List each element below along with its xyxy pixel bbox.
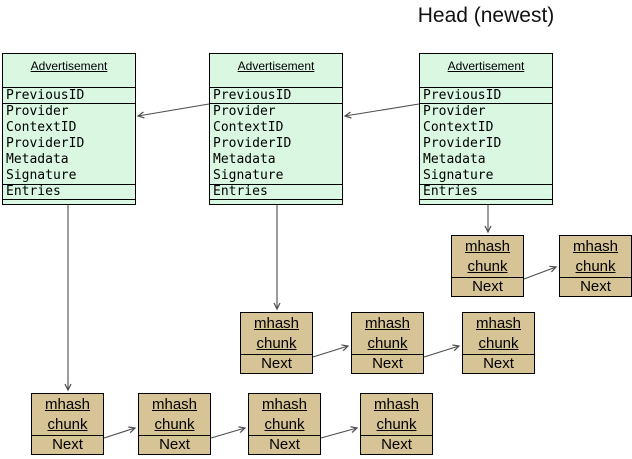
chunk-next-field: Next xyxy=(372,355,403,372)
ad-field-previousid: PreviousID xyxy=(3,88,135,104)
ad-field-provider: Provider xyxy=(6,104,69,119)
ad-field-providerid: ProviderID xyxy=(213,136,292,151)
arrow-next-top-1-2 xyxy=(523,265,558,280)
arrow-next-bottom-3-4 xyxy=(320,426,359,439)
chunk-next-field: Next xyxy=(159,436,190,453)
arrow-next-mid-1-2 xyxy=(312,344,350,358)
ad-bottom-strip xyxy=(3,200,135,203)
ad-field-metadata: Metadata xyxy=(213,152,276,167)
ad-field-signature: Signature xyxy=(423,168,494,183)
ad-field-contextid: ContextID xyxy=(423,120,494,135)
advertisement-body: Provider ContextID ProviderID Metadata S… xyxy=(210,104,342,185)
ad-field-previousid: PreviousID xyxy=(210,88,342,104)
chunk-next-field: Next xyxy=(580,278,611,295)
advertisement-box-middle: Advertisement PreviousID Provider Contex… xyxy=(209,53,343,205)
chunk-next-field: Next xyxy=(472,278,503,295)
ad-field-metadata: Metadata xyxy=(423,152,486,167)
ad-field-entries: Entries xyxy=(420,185,552,200)
arrow-previousid-middle-to-left xyxy=(136,103,210,119)
ad-bottom-strip xyxy=(420,200,552,203)
ad-field-signature: Signature xyxy=(6,168,77,183)
arrow-previousid-head-to-middle xyxy=(343,103,420,119)
chunk-next-field: Next xyxy=(261,355,292,372)
chunk-next-field: Next xyxy=(269,436,300,453)
arrow-next-bottom-1-2 xyxy=(103,426,137,439)
ad-field-entries: Entries xyxy=(3,185,135,200)
chunk-next-field: Next xyxy=(52,436,83,453)
advertisement-title: Advertisement xyxy=(3,54,135,88)
ad-field-providerid: ProviderID xyxy=(6,136,85,151)
ad-field-previousid: PreviousID xyxy=(420,88,552,104)
advertisement-body: Provider ContextID ProviderID Metadata S… xyxy=(3,104,135,185)
chunk-next-field: Next xyxy=(483,355,514,372)
ad-field-signature: Signature xyxy=(213,168,284,183)
chunk-next-field: Next xyxy=(381,436,412,453)
ad-field-contextid: ContextID xyxy=(6,120,77,135)
ad-field-providerid: ProviderID xyxy=(423,136,502,151)
ad-field-entries: Entries xyxy=(210,185,342,200)
advertisement-box-head: Advertisement PreviousID Provider Contex… xyxy=(419,53,553,205)
advertisement-body: Provider ContextID ProviderID Metadata S… xyxy=(420,104,552,185)
ad-field-provider: Provider xyxy=(213,104,276,119)
arrow-next-bottom-2-3 xyxy=(210,426,247,439)
advertisement-title: Advertisement xyxy=(210,54,342,88)
head-newest-label: Head (newest) xyxy=(417,4,555,27)
advertisement-box-left: Advertisement PreviousID Provider Contex… xyxy=(2,53,136,205)
ad-bottom-strip xyxy=(210,200,342,203)
ad-field-provider: Provider xyxy=(423,104,486,119)
arrow-next-mid-2-3 xyxy=(423,344,461,358)
ad-field-metadata: Metadata xyxy=(6,152,69,167)
ad-field-contextid: ContextID xyxy=(213,120,284,135)
advertisement-title: Advertisement xyxy=(420,54,552,88)
